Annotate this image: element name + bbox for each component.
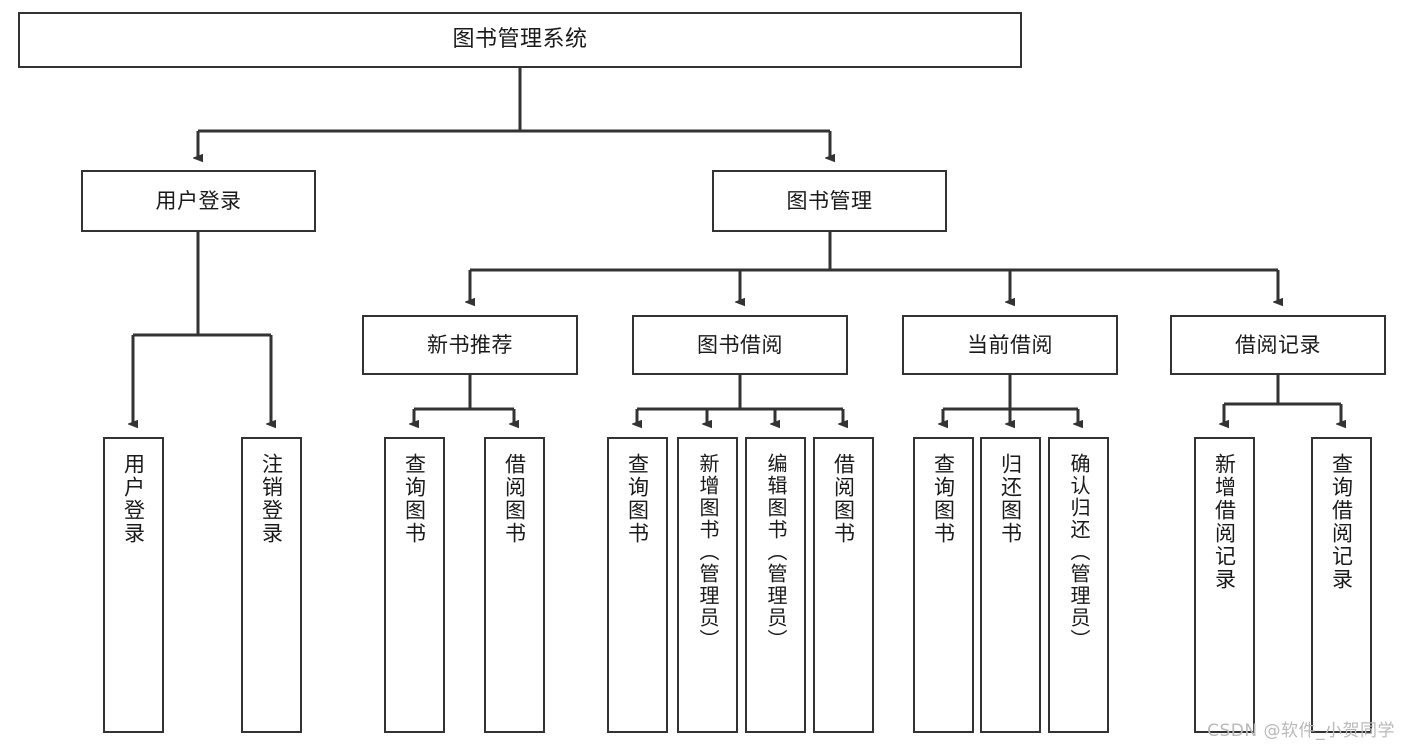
node-label: 借阅记录 — [1235, 332, 1321, 357]
leaf-current-return-book[interactable]: 归还图书 — [980, 437, 1041, 733]
node-new-book-recommend[interactable]: 新书推荐 — [362, 315, 578, 375]
node-label: 借阅图书 — [831, 453, 856, 545]
leaf-current-confirm-return-admin[interactable]: 确认归还（管理员） — [1048, 437, 1109, 733]
node-label: 借阅图书 — [502, 453, 527, 545]
leaf-borrow-add-book-admin[interactable]: 新增图书（管理员） — [677, 437, 738, 733]
node-book-borrow[interactable]: 图书借阅 — [632, 315, 848, 375]
leaf-current-query-book[interactable]: 查询图书 — [913, 437, 974, 733]
leaf-user-login-logout[interactable]: 注销登录 — [241, 437, 302, 733]
leaf-borrow-query-book[interactable]: 查询图书 — [607, 437, 668, 733]
node-label: 注销登录 — [259, 453, 284, 545]
node-label: 新书推荐 — [427, 332, 513, 357]
node-label: 归还图书 — [998, 453, 1023, 545]
node-label: 图书管理系统 — [452, 27, 588, 53]
node-label: 新增借阅记录 — [1212, 453, 1237, 591]
node-label: 查询图书 — [625, 453, 650, 545]
node-current-borrow[interactable]: 当前借阅 — [902, 315, 1118, 375]
node-label: 查询图书 — [402, 453, 427, 545]
node-label: 用户登录 — [155, 188, 242, 213]
node-book-management[interactable]: 图书管理 — [712, 170, 947, 232]
leaf-borrow-borrow-book[interactable]: 借阅图书 — [813, 437, 874, 733]
node-label: 图书管理 — [786, 188, 873, 213]
node-label: 查询图书 — [931, 453, 956, 545]
node-label: 用户登录 — [121, 453, 146, 545]
leaf-recommend-query-book[interactable]: 查询图书 — [384, 437, 445, 733]
leaf-records-query-record[interactable]: 查询借阅记录 — [1311, 437, 1372, 733]
node-label: 确认归还（管理员） — [1067, 453, 1091, 651]
watermark-text: CSDN @软件_小贺同学 — [1207, 721, 1395, 741]
node-label: 图书借阅 — [697, 332, 783, 357]
leaf-borrow-edit-book-admin[interactable]: 编辑图书（管理员） — [745, 437, 806, 733]
leaf-records-add-record[interactable]: 新增借阅记录 — [1194, 437, 1255, 733]
leaf-user-login-login[interactable]: 用户登录 — [103, 437, 164, 733]
node-label: 查询借阅记录 — [1329, 453, 1354, 591]
node-root-system[interactable]: 图书管理系统 — [18, 12, 1022, 68]
node-label: 当前借阅 — [967, 332, 1053, 357]
node-label: 新增图书（管理员） — [696, 453, 720, 651]
node-label: 编辑图书（管理员） — [764, 453, 788, 651]
leaf-recommend-borrow-book[interactable]: 借阅图书 — [484, 437, 545, 733]
node-user-login[interactable]: 用户登录 — [81, 170, 316, 232]
node-borrow-records[interactable]: 借阅记录 — [1170, 315, 1386, 375]
